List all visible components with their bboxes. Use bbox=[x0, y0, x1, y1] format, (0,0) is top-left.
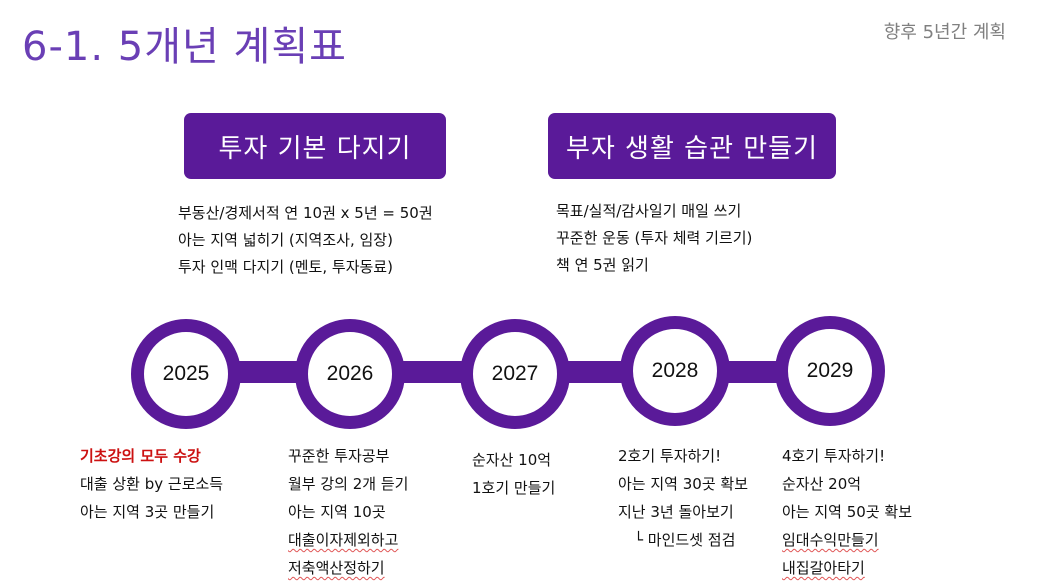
year-node-2028: 2028 bbox=[620, 316, 730, 426]
plan-item: 대출 상환 by 근로소득 bbox=[80, 475, 224, 493]
plan-item: 내집갈아타기 bbox=[782, 559, 865, 577]
goal-item: 투자 인맥 다지기 (멘토, 투자동료) bbox=[178, 258, 393, 276]
plan-item: 순자산 20억 bbox=[782, 475, 862, 493]
plan-item: 대출이자제외하고 bbox=[288, 531, 399, 549]
year-node-2026: 2026 bbox=[295, 319, 405, 429]
plan-item: 1호기 만들기 bbox=[472, 479, 556, 497]
plan-list-2026: 꾸준한 투자공부 월부 강의 2개 듣기 아는 지역 10곳 대출이자제외하고 … bbox=[288, 442, 408, 582]
year-node-2029: 2029 bbox=[775, 316, 885, 426]
plan-list-2029: 4호기 투자하기! 순자산 20억 아는 지역 50곳 확보 임대수익만들기 내… bbox=[782, 442, 912, 582]
plan-item: 아는 지역 3곳 만들기 bbox=[80, 503, 215, 521]
plan-item-highlight: 기초강의 모두 수강 bbox=[80, 447, 201, 465]
goal-list-habits: 목표/실적/감사일기 매일 쓰기 꾸준한 운동 (투자 체력 기르기) 책 연 … bbox=[556, 198, 752, 279]
page-title: 6-1. 5개년 계획표 bbox=[22, 24, 347, 70]
plan-list-2025: 기초강의 모두 수강 대출 상환 by 근로소득 아는 지역 3곳 만들기 bbox=[80, 442, 223, 526]
plan-item: 꾸준한 투자공부 bbox=[288, 447, 390, 465]
plan-item: 지난 3년 돌아보기 bbox=[618, 503, 734, 521]
plan-item: 저축액산정하기 bbox=[288, 559, 385, 577]
plan-item: 4호기 투자하기! bbox=[782, 447, 886, 465]
goal-list-basics: 부동산/경제서적 연 10권 x 5년 = 50권 아는 지역 넓히기 (지역조… bbox=[178, 200, 433, 281]
year-node-2025: 2025 bbox=[131, 319, 241, 429]
plan-list-2027: 순자산 10억 1호기 만들기 bbox=[472, 446, 555, 502]
goal-item: 책 연 5권 읽기 bbox=[556, 256, 649, 274]
goal-item: 부동산/경제서적 연 10권 x 5년 = 50권 bbox=[178, 204, 433, 222]
plan-item: 임대수익만들기 bbox=[782, 531, 879, 549]
year-node-2027: 2027 bbox=[460, 319, 570, 429]
goal-item: 목표/실적/감사일기 매일 쓰기 bbox=[556, 202, 742, 220]
plan-list-2028: 2호기 투자하기! 아는 지역 30곳 확보 지난 3년 돌아보기 └ 마인드셋… bbox=[618, 442, 748, 554]
goal-item: 아는 지역 넓히기 (지역조사, 임장) bbox=[178, 231, 393, 249]
plan-item: 월부 강의 2개 듣기 bbox=[288, 475, 409, 493]
goal-badge-basics: 투자 기본 다지기 bbox=[184, 113, 446, 179]
plan-item: 아는 지역 50곳 확보 bbox=[782, 503, 912, 521]
plan-item: └ 마인드셋 점검 bbox=[634, 531, 736, 549]
plan-item: 아는 지역 30곳 확보 bbox=[618, 475, 748, 493]
plan-item: 순자산 10억 bbox=[472, 451, 552, 469]
goal-badge-habits: 부자 생활 습관 만들기 bbox=[548, 113, 836, 179]
plan-item: 아는 지역 10곳 bbox=[288, 503, 386, 521]
page-subtitle: 향후 5년간 계획 bbox=[883, 22, 1006, 43]
plan-item: 2호기 투자하기! bbox=[618, 447, 722, 465]
goal-item: 꾸준한 운동 (투자 체력 기르기) bbox=[556, 229, 753, 247]
